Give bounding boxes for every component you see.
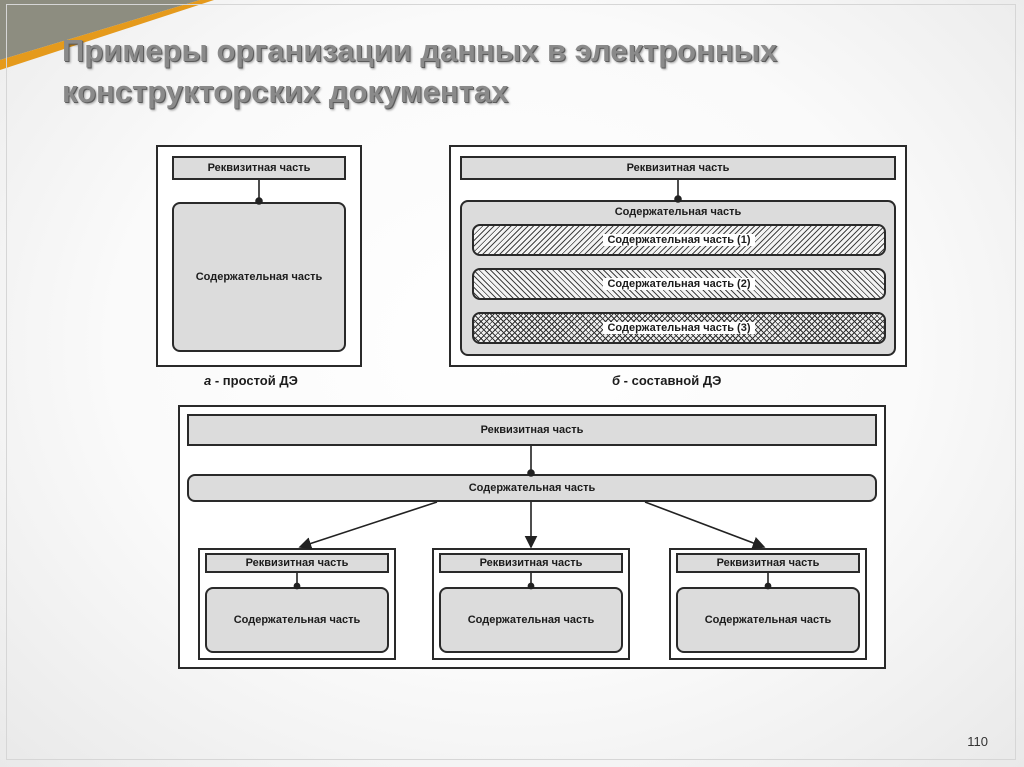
caption-b-letter: б	[612, 373, 621, 388]
diagram-b-part-1-label: Содержательная часть (1)	[603, 234, 755, 246]
diagram-b-part-3: Содержательная часть (3)	[472, 312, 886, 344]
caption-b: б - составной ДЭ	[612, 373, 721, 388]
slide-title: Примеры организации данных в электронных…	[62, 30, 962, 112]
diagram-c-soderzh: Содержательная часть	[187, 474, 877, 502]
diagram-b-part-1: Содержательная часть (1)	[472, 224, 886, 256]
diagram-a-rekvizit: Реквизитная часть	[172, 156, 346, 180]
diagram-a-soderzh: Содержательная часть	[172, 202, 346, 352]
diagram-c-rekvizit: Реквизитная часть	[187, 414, 877, 446]
child-2-rekvizit: Реквизитная часть	[439, 553, 623, 573]
page-number: 110	[967, 734, 988, 749]
title-line-2: конструкторских документах	[62, 74, 509, 109]
diagram-b-part-2-label: Содержательная часть (2)	[603, 278, 755, 290]
child-3-rekvizit: Реквизитная часть	[676, 553, 860, 573]
child-1-soderzh: Содержательная часть	[205, 587, 389, 653]
title-line-1: Примеры организации данных в электронных	[62, 33, 778, 68]
child-1-rekvizit: Реквизитная часть	[205, 553, 389, 573]
diagram-b-part-2: Содержательная часть (2)	[472, 268, 886, 300]
diagram-b-soderzh-label: Содержательная часть	[614, 206, 742, 218]
caption-b-text: - составной ДЭ	[620, 373, 722, 388]
caption-a-text: - простой ДЭ	[211, 373, 298, 388]
diagram-b-rekvizit: Реквизитная часть	[460, 156, 896, 180]
child-2-soderzh: Содержательная часть	[439, 587, 623, 653]
corner-accent-icon	[0, 0, 214, 70]
slide-frame	[6, 4, 1016, 760]
caption-a: а - простой ДЭ	[204, 373, 298, 388]
caption-a-letter: а	[204, 373, 212, 388]
child-3-soderzh: Содержательная часть	[676, 587, 860, 653]
diagram-b-part-3-label: Содержательная часть (3)	[603, 322, 755, 334]
